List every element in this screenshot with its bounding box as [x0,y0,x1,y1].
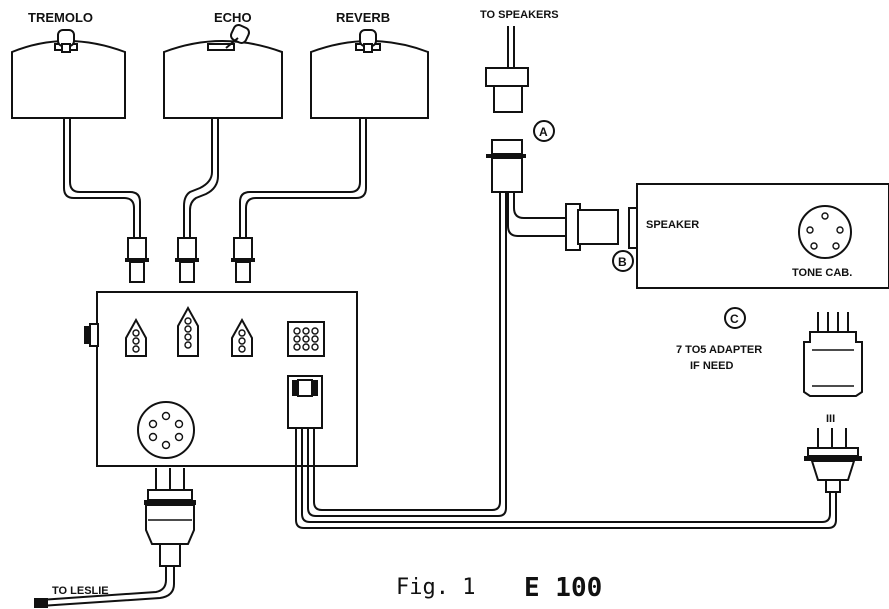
to-leslie-label: TO LESLIE [52,585,109,597]
tone-cabinet [628,183,889,289]
badge-c: C [724,307,746,329]
svg-text:A: A [539,125,548,139]
echo-label: ECHO [214,10,252,25]
to-speakers-label: TO SPEAKERS [480,9,559,21]
badge-a: A [533,120,555,142]
echo-socket [177,305,199,357]
leslie-5-pin-plug: III [804,413,862,493]
pedal-cables [63,118,367,238]
adapter-label-line1: 7 TO5 ADAPTER [676,344,762,356]
box-plug [287,375,323,429]
tone-cab-plug [565,203,619,251]
round-leslie-socket [137,401,195,459]
svg-text:III: III [826,413,835,425]
tremolo-pedal [11,29,126,119]
echo-pedal [163,24,283,119]
figure-caption: Fig. 1 [396,575,475,600]
speaker-plug-socket [486,139,526,193]
reverb-label: REVERB [336,10,390,25]
six-pin-socket [287,321,325,357]
badge-b: B [612,250,634,272]
speaker-plug-top [485,26,529,113]
leslie-cable-end [34,598,48,608]
tremolo-label: TREMOLO [28,10,93,25]
tremolo-socket [125,317,147,357]
model-label: E 100 [524,573,602,603]
svg-text:C: C [730,312,739,326]
svg-text:B: B [618,255,627,269]
pedal-plugs [125,237,255,283]
speaker-label: SPEAKER [646,219,699,231]
reverb-pedal [310,29,429,119]
adapter-label-line2: IF NEED [690,360,733,372]
tone-cab-label: TONE CAB. [792,267,852,279]
long-cables [295,192,837,529]
leslie-plug [39,468,196,607]
reverb-socket [231,317,253,357]
adapter-7-to-5 [803,312,863,397]
